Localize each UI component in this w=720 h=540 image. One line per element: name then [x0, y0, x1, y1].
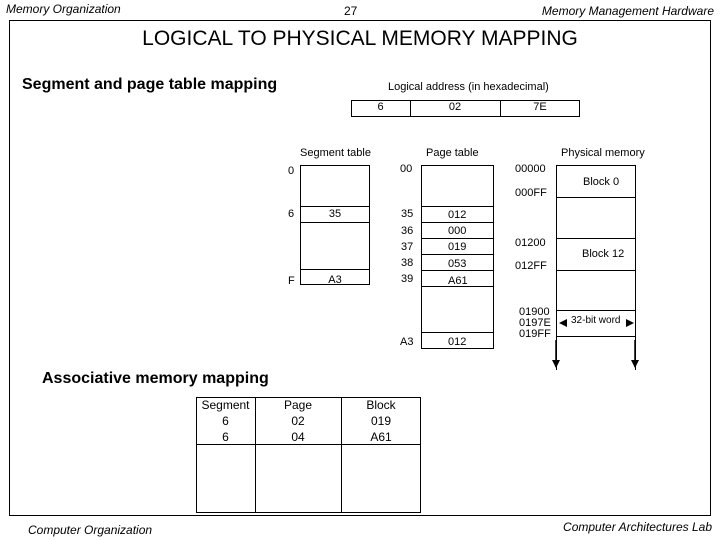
page-table-address: 39	[401, 273, 414, 285]
page-table-divider	[421, 238, 494, 239]
page-table-divider	[421, 286, 494, 287]
logical-address-divider	[500, 100, 501, 117]
page-table-divider	[421, 270, 494, 271]
physical-address: 00000	[515, 163, 546, 175]
footer-left: Computer Organization	[28, 523, 153, 537]
word-field: 7E	[533, 101, 547, 113]
assoc-header: Block	[366, 398, 396, 412]
page-table-value: 053	[448, 258, 467, 270]
assoc-cell: 019	[370, 414, 392, 428]
page-table-value: 012	[448, 209, 467, 221]
assoc-cell: 02	[291, 414, 305, 428]
assoc-header: Page	[283, 398, 313, 412]
segment-row-label: F	[288, 275, 295, 287]
page-table-address: 37	[401, 241, 414, 253]
page-field: 02	[448, 101, 462, 113]
physical-address: 0197E	[519, 317, 551, 329]
page-table-divider	[421, 222, 494, 223]
page-table-value: 012	[448, 336, 467, 348]
associative-table-divider	[255, 397, 256, 513]
physical-address: 01200	[515, 237, 546, 249]
physical-memory-left-edge	[556, 165, 557, 370]
segment-field: 6	[377, 101, 384, 113]
page-table-address: 35	[401, 208, 414, 220]
page-table-value: 019	[448, 241, 467, 253]
physical-address: 000FF	[515, 187, 547, 199]
physical-memory-divider	[556, 238, 636, 239]
physical-address: 01900	[519, 306, 550, 318]
section-associative: Associative memory mapping	[42, 370, 269, 387]
assoc-header: Segment	[201, 398, 250, 412]
block-label: Block 12	[582, 248, 625, 260]
physical-memory-divider	[556, 310, 636, 311]
physical-address: 012FF	[515, 260, 547, 272]
assoc-cell: 6	[222, 430, 229, 444]
associative-table-divider	[341, 397, 342, 513]
page-table-address: 38	[401, 257, 414, 269]
logical-address-box	[351, 100, 580, 117]
physical-memory-right-edge	[635, 165, 636, 370]
page-table-value: 000	[448, 225, 467, 237]
block-label: Block 0	[583, 176, 620, 188]
physical-memory-divider	[556, 336, 636, 337]
page-table-divider	[421, 254, 494, 255]
page-table-divider	[421, 332, 494, 333]
page-number: 27	[344, 4, 358, 18]
segment-row-label: 0	[288, 165, 295, 177]
assoc-cell: 6	[222, 414, 229, 428]
page-table-value: A61	[448, 275, 468, 287]
segment-table-divider	[300, 206, 370, 207]
segment-table-label: Segment table	[300, 147, 371, 159]
page-table-address: 00	[400, 163, 413, 175]
page-table-divider	[421, 206, 494, 207]
section-segment-page: Segment and page table mapping	[22, 76, 278, 93]
segment-row-label: 6	[288, 208, 295, 220]
segment-table-divider	[300, 269, 370, 270]
physical-memory-divider	[556, 197, 636, 198]
physical-memory-divider	[556, 270, 636, 271]
associative-table	[196, 397, 421, 513]
associative-table-divider	[196, 444, 421, 445]
logical-address-divider	[410, 100, 411, 117]
assoc-cell: A61	[370, 430, 392, 444]
segment-table-divider	[300, 222, 370, 223]
logical-address-label: Logical address (in hexadecimal)	[388, 81, 549, 93]
header-left: Memory Organization	[6, 2, 121, 16]
page-table	[421, 165, 494, 349]
physical-address: 019FF	[519, 328, 551, 340]
segment-entry: 35	[328, 208, 342, 220]
word-size-label: 32-bit word	[571, 315, 621, 326]
physical-memory-label: Physical memory	[561, 147, 645, 159]
physical-memory-top-edge	[556, 165, 636, 166]
segment-entry: A3	[328, 274, 342, 286]
slide-frame	[9, 20, 711, 516]
slide-title: LOGICAL TO PHYSICAL MEMORY MAPPING	[142, 27, 578, 50]
header-right: Memory Management Hardware	[541, 4, 714, 18]
page-table-address: A3	[400, 336, 414, 348]
footer-right: Computer Architectures Lab	[563, 520, 712, 534]
assoc-cell: 04	[291, 430, 305, 444]
page-table-address: 36	[401, 225, 414, 237]
page-table-label: Page table	[426, 147, 479, 159]
segment-table	[300, 165, 370, 285]
